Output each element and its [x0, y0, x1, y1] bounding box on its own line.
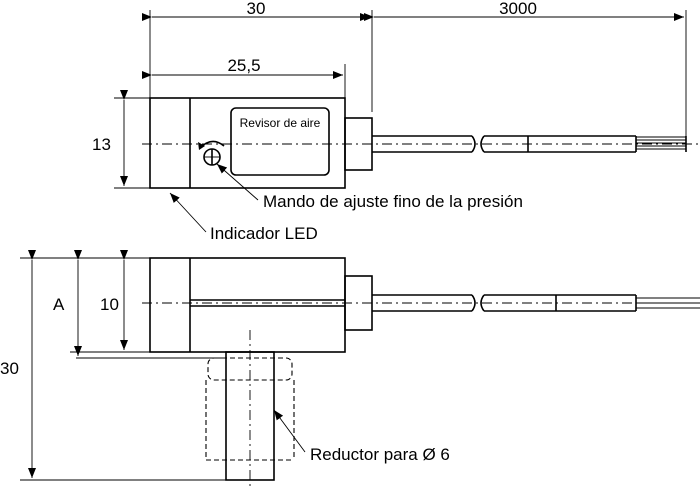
display-label: Revisor de aire	[240, 116, 321, 130]
dim-30-label: 30	[247, 0, 266, 18]
dim-3000: 3000	[364, 0, 684, 21]
led-indicator-label: Indicador LED	[210, 224, 318, 243]
side-view: 30 A 10	[0, 250, 700, 486]
reducer-label: Reductor para Ø 6	[310, 445, 450, 464]
reducer-outline	[205, 357, 295, 461]
cable-top	[372, 135, 687, 153]
dim-3000-label: 3000	[499, 0, 537, 18]
dim-30-top: 30	[142, 0, 370, 21]
display-window	[230, 107, 330, 176]
dim-13: 13	[92, 90, 150, 189]
adjust-knob-icon	[198, 140, 225, 166]
dim-30-side: 30	[0, 250, 36, 478]
dim-25-5: 25,5	[142, 56, 343, 79]
cable-side	[372, 294, 700, 312]
dim-a: A	[53, 250, 82, 356]
leader-led: Indicador LED	[169, 192, 318, 243]
dim-10-label: 10	[100, 295, 119, 314]
leader-fine-adjust: Mando de ajuste fino de la presión	[216, 163, 523, 211]
fine-adjust-label: Mando de ajuste fino de la presión	[263, 192, 523, 211]
sensor-body-side	[149, 257, 346, 353]
dim-13-label: 13	[92, 135, 111, 154]
leader-reducer: Reductor para Ø 6	[273, 409, 450, 464]
dim-10: 10	[100, 250, 128, 350]
dim-25-5-label: 25,5	[227, 56, 260, 75]
dim-30-side-label: 30	[0, 359, 19, 378]
top-view: 30 3000 25,5 13 Revisor de aire	[92, 0, 700, 243]
dim-a-label: A	[53, 295, 65, 314]
